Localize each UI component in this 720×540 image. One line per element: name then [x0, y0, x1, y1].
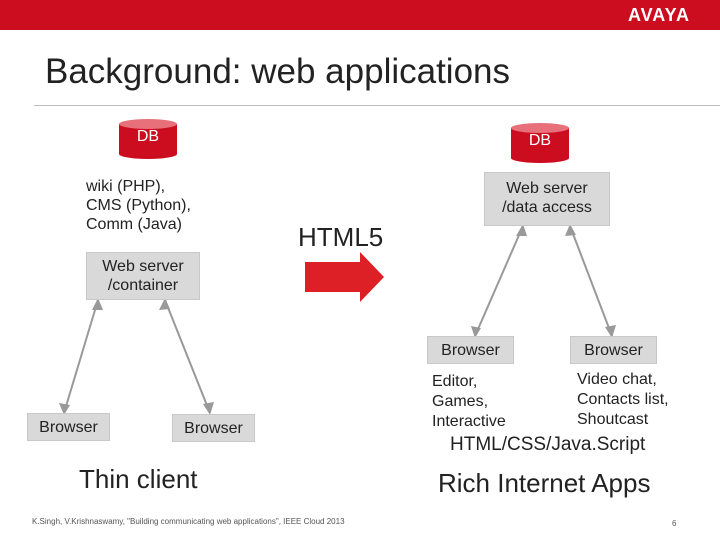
arrowhead-right-4 — [605, 325, 616, 338]
right-browser-box-2: Browser — [570, 336, 657, 364]
right-right-apps-list: Video chat, Contacts list, Shoutcast — [577, 370, 669, 430]
right-server-line: Web server — [506, 180, 588, 197]
arrowhead-left-2 — [59, 403, 70, 415]
slide-title: Background: web applications — [45, 52, 511, 91]
arrowhead-right-2 — [471, 326, 481, 338]
right-right-apps-line: Video chat, — [577, 371, 657, 388]
left-apps-line: CMS (Python), — [86, 197, 191, 214]
citation-footer: K.Singh, V.Krishnaswamy, "Building commu… — [32, 517, 345, 526]
right-server-line: /data access — [502, 199, 592, 216]
arrowhead-left-4 — [203, 402, 214, 415]
left-browser-box-2: Browser — [172, 414, 255, 442]
right-browser-1-label: Browser — [441, 342, 500, 359]
arrowhead-right-3 — [565, 224, 576, 236]
avaya-logo: AVAYA — [627, 5, 690, 25]
database-icon — [511, 123, 569, 163]
left-apps-line: wiki (PHP), — [86, 178, 166, 195]
right-right-apps-line: Contacts list, — [577, 391, 669, 408]
right-web-server-box: Web server /data access — [484, 172, 610, 226]
right-left-apps-line: Games, — [432, 393, 489, 410]
html5-label: HTML5 — [298, 222, 384, 252]
tech-stack-label: HTML/CSS/Java.Script — [450, 434, 646, 455]
left-server-to-browser-left-line — [63, 299, 99, 414]
arrowhead-left-1 — [92, 298, 103, 310]
left-browser-2-label: Browser — [184, 420, 243, 437]
rich-internet-apps-caption: Rich Internet Apps — [438, 468, 651, 498]
left-web-server-box: Web server /container — [86, 252, 200, 300]
right-server-to-browser-right-line — [569, 225, 613, 337]
database-icon — [119, 119, 177, 159]
left-db-cylinder: DB — [118, 118, 178, 160]
right-server-to-browser-left-line — [474, 225, 524, 337]
left-server-line: Web server — [102, 258, 184, 275]
page-number: 6 — [672, 519, 677, 528]
right-browser-box-1: Browser — [427, 336, 514, 364]
right-db-label: DB — [528, 132, 552, 149]
top-bar: AVAYA — [0, 0, 720, 30]
thin-client-caption: Thin client — [79, 464, 198, 494]
left-browser-box-1: Browser — [27, 413, 110, 441]
left-apps-list: wiki (PHP), CMS (Python), Comm (Java) — [86, 177, 191, 234]
left-browser-1-label: Browser — [39, 419, 98, 436]
right-left-apps-line: Interactive — [432, 413, 506, 430]
left-db-label: DB — [136, 128, 160, 145]
right-right-apps-line: Shoutcast — [577, 411, 649, 428]
arrowhead-right-1 — [516, 224, 527, 236]
right-arrow-icon — [305, 252, 384, 302]
right-left-apps-line: Editor, — [432, 373, 478, 390]
title-divider — [34, 105, 720, 106]
left-apps-line: Comm (Java) — [86, 216, 183, 233]
right-db-cylinder: DB — [510, 122, 570, 164]
arrowhead-left-3 — [159, 298, 170, 310]
left-server-line: /container — [107, 277, 179, 294]
right-browser-2-label: Browser — [584, 342, 643, 359]
left-server-to-browser-right-line — [164, 299, 211, 414]
right-left-apps-list: Editor, Games, Interactive — [432, 372, 506, 432]
